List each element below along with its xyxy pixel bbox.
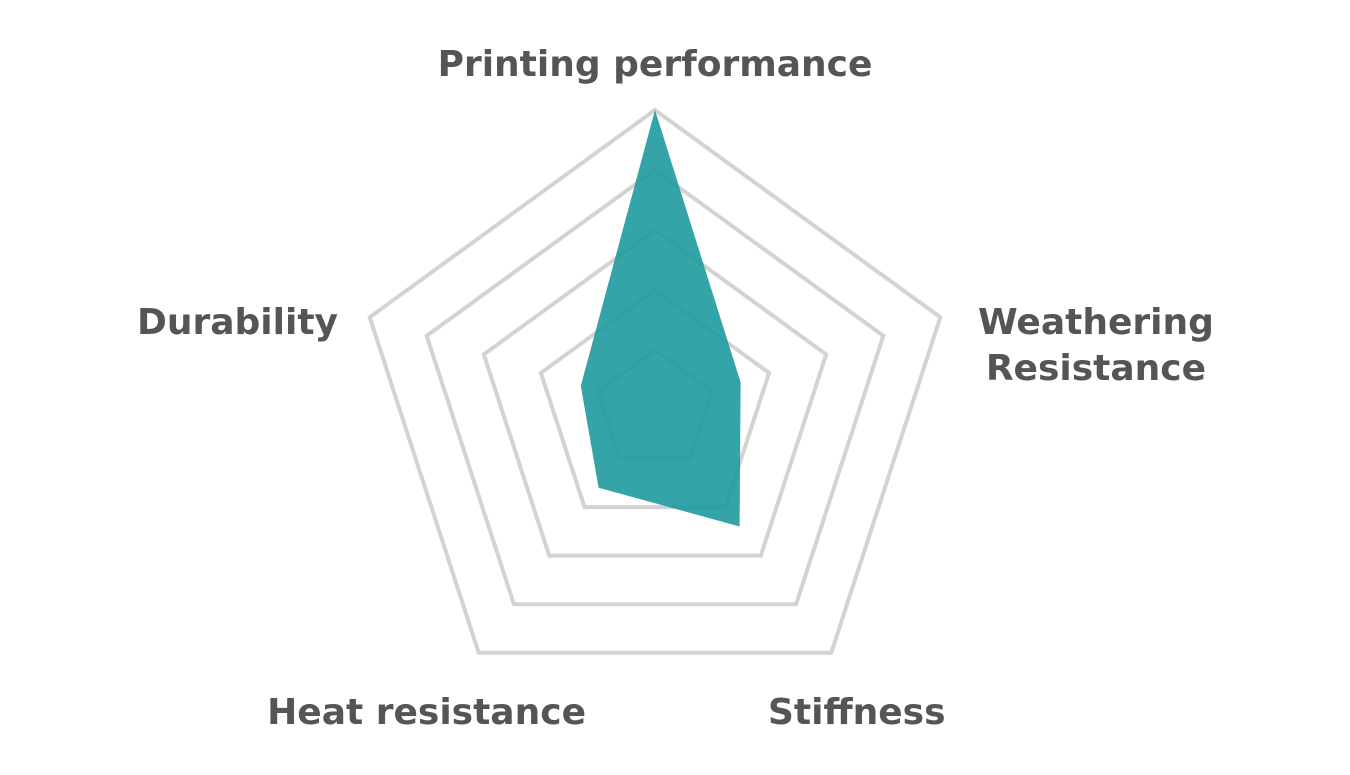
radar-series: [580, 110, 741, 527]
radar-grid-ring-3: [481, 227, 829, 558]
axis-label-line: Resistance: [985, 348, 1207, 389]
axis-label-stiffness: Stiffness: [768, 690, 946, 736]
radar-grid-ring-2: [538, 287, 772, 510]
radar-series-area-0: [580, 110, 741, 527]
radar-grid: [367, 107, 943, 655]
axis-label-printing-performance: Printing performance: [438, 42, 873, 88]
radar-grid-ring-4: [424, 167, 886, 607]
axis-label-line: Stiffness: [768, 692, 946, 733]
axis-label-line: Printing performance: [437, 44, 873, 85]
axis-label-line: Weathering: [978, 302, 1214, 343]
axis-label-weathering-resistance: Weathering Resistance: [978, 300, 1214, 392]
axis-label-line: Heat resistance: [267, 692, 586, 733]
radar-grid-ring-5: [367, 107, 943, 655]
axis-label-durability: Durability: [137, 300, 338, 346]
axis-label-line: Durability: [136, 302, 338, 343]
axis-label-heat-resistance: Heat resistance: [267, 690, 586, 736]
